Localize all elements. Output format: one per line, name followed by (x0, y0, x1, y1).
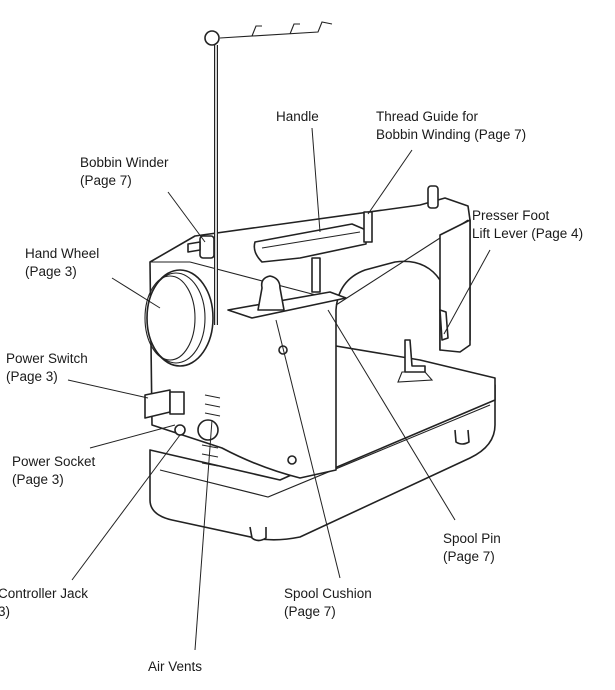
leader-power-switch (67, 379, 149, 399)
spool-pin (257, 257, 321, 311)
label-spool-pin: Spool Pin (Page 7) (443, 531, 501, 564)
leader-controller-jack (71, 434, 181, 581)
label-bobbin-winder: Bobbin Winder (Page 7) (80, 155, 169, 188)
label-thread-guide: Thread Guide for Bobbin Winding (Page 7) (376, 109, 527, 142)
label-presser-foot: Presser Foot Lift Lever (Page 4) (472, 208, 584, 241)
leader-hand-wheel (111, 277, 161, 309)
label-spool-cushion: Spool Cushion (Page 7) (284, 586, 372, 619)
leader-bobbin-winder (167, 191, 206, 243)
label-hand-wheel: Hand Wheel (Page 3) (25, 246, 100, 279)
machine-body (149, 197, 471, 479)
hand-wheel (144, 269, 214, 367)
leader-thread-guide (367, 149, 413, 215)
label-power-socket: Power Socket (Page 3) (12, 454, 96, 487)
leader-spool-pin (327, 309, 456, 521)
leader-presser-foot (443, 249, 491, 335)
top-plate (227, 291, 347, 319)
power-switch-panel (144, 345, 297, 465)
leader-air-vents (194, 419, 213, 651)
leader-handle (311, 127, 321, 233)
label-power-switch: Power Switch (Page 3) (6, 351, 88, 384)
thread-stand (204, 21, 333, 325)
label-handle: Handle (276, 109, 319, 124)
thread-guide (363, 185, 439, 243)
label-air-vents: Air Vents (148, 659, 203, 674)
leader-power-socket (89, 424, 176, 449)
label-controller-jack: Controller Jack 3) (0, 586, 89, 619)
bobbin-winder (187, 235, 215, 259)
leader-spool-cushion (275, 319, 341, 579)
